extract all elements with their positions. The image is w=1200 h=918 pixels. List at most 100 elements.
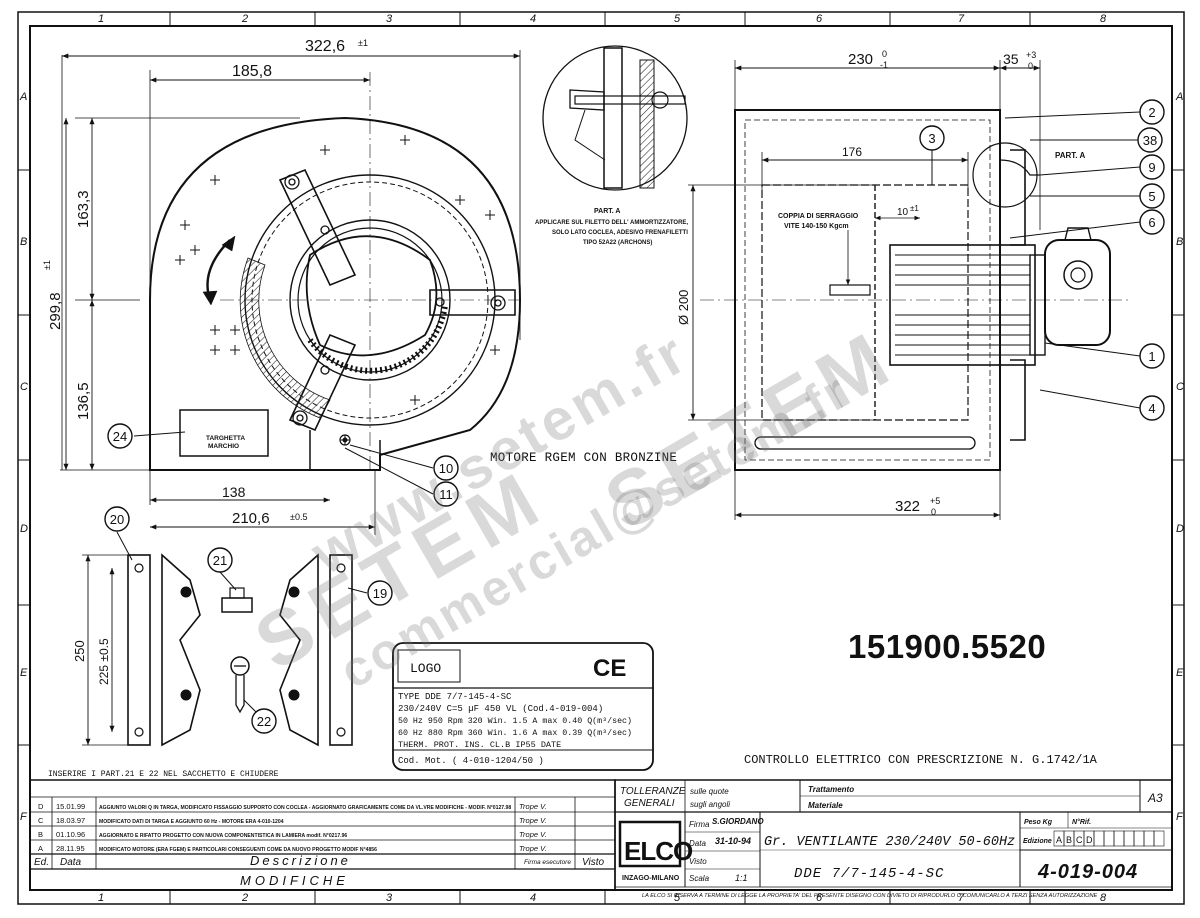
callout-balloon	[107, 423, 133, 449]
trattamento-label: Trattamento	[808, 785, 854, 794]
col-label: 4	[530, 892, 536, 904]
dim-299: 299,8	[47, 292, 64, 330]
revision-description: MODIFICATO MOTORE (ERA FGEM) E PARTICOLA…	[99, 847, 377, 853]
peso-label: Peso Kg	[1024, 819, 1053, 826]
revision-date: 15.01.99	[56, 802, 85, 811]
part-a-detail	[542, 45, 688, 191]
dim-35: 35	[1003, 51, 1019, 67]
revision-date: 01.10.96	[56, 830, 85, 839]
dim-diameter-200: Ø 200	[676, 290, 691, 325]
revision-signature: Trope V.	[519, 816, 547, 825]
dim-tolerance: ±1	[358, 38, 368, 48]
dim-35-tol-lower: 0	[1028, 61, 1033, 71]
callout-number: 3	[928, 131, 935, 146]
edition-c: C	[1076, 835, 1083, 845]
revision-ed: C	[38, 816, 44, 825]
row-label: D	[20, 523, 28, 535]
revision-date: 18.03.97	[56, 816, 85, 825]
dim-35-tol-upper: +3	[1026, 50, 1036, 60]
part-a-note-3: TIPO 52A22 (ARCHONS)	[583, 240, 652, 246]
outer-frame	[17, 11, 1185, 905]
callout-number: 21	[213, 553, 227, 568]
title-block	[614, 779, 1173, 891]
dim-230-tol-upper: 0	[882, 49, 887, 59]
firma-value: S.GIORDANO	[712, 817, 764, 826]
front-view	[60, 50, 522, 535]
header-visto: Visto	[582, 857, 604, 868]
header-ed: Ed.	[34, 857, 49, 868]
col-label: 6	[816, 13, 823, 25]
callout-balloon	[1139, 395, 1165, 421]
tolleranze-line-2: GENERALI	[624, 798, 675, 809]
dim-250: 250	[72, 640, 87, 662]
callout-number: 10	[439, 461, 453, 476]
header-modifiche: MODIFICHE	[240, 873, 349, 888]
row-label: B	[20, 236, 27, 248]
callout-number: 11	[439, 487, 453, 502]
row-label: B	[1176, 236, 1183, 248]
format-a3: A3	[1147, 791, 1163, 805]
side-view	[688, 60, 1130, 520]
revision-ed: A	[38, 844, 43, 853]
edizione-label: Edizione	[1023, 838, 1052, 845]
part-a-note-2: SOLO LATO COCLEA, ADESIVO FRENAFILETTI	[552, 230, 688, 236]
part-a-notes: PART. A APPLICARE SUL FILETTO DELL' AMMO…	[535, 208, 688, 246]
edition-b: B	[1066, 835, 1072, 845]
callout-balloon	[1137, 127, 1163, 153]
motor-label: MOTORE RGEM CON BRONZINE	[490, 451, 677, 465]
callout-number: 24	[113, 429, 127, 444]
header-descrizione: Descrizione	[250, 853, 351, 868]
frame-column-labels: 1 2 3 4 5 6 7 8 1 2 3 4 5 6 7 8	[98, 13, 1107, 904]
col-label: 2	[241, 13, 248, 25]
callout-number: 6	[1148, 215, 1155, 230]
header-firma: Firma esecutore	[524, 859, 571, 866]
nameplate-line-1: 230/240V C=5 µF 450 VL (Cod.4-019-004)	[398, 704, 603, 714]
row-label: E	[1176, 667, 1184, 679]
targhetta-plate: TARGHETTA MARCHIO	[206, 435, 245, 450]
nameplate-cod-mot: Cod. Mot. ( 4-010-1204/50 )	[398, 756, 544, 766]
targhetta-line-1: TARGHETTA	[206, 435, 245, 442]
ce-mark: CE	[593, 655, 626, 682]
sulle-quote: sulle quote	[690, 787, 729, 796]
callout-balloon	[433, 455, 459, 481]
data-label: Data	[689, 839, 706, 848]
callout-number: 4	[1148, 401, 1155, 416]
nameplate-type: TYPE DDE 7/7-145-4-SC	[398, 692, 512, 702]
row-label: D	[1176, 523, 1184, 535]
dim-322-tol-upper: +5	[930, 496, 940, 506]
title-block-text: TOLLERANZE GENERALI sulle quote sugli an…	[620, 785, 1163, 899]
dim-230-tol-lower: -1	[880, 60, 888, 70]
col-label: 7	[958, 13, 965, 25]
title-line-2: DDE 7/7-145-4-SC	[794, 866, 944, 882]
dim-10: 10	[897, 207, 909, 218]
callout-balloon	[919, 125, 945, 151]
dim-overall-width: 322,6	[305, 38, 345, 55]
nameplate-line-2: 50 Hz 950 Rpm 320 Win. 1.5 A max 0.40 Q(…	[398, 716, 632, 726]
data-value: 31-10-94	[715, 836, 751, 846]
dim-185: 185,8	[232, 63, 272, 80]
inserire-note: INSERIRE I PART.21 E 22 NEL SACCHETTO E …	[48, 770, 279, 779]
dim-176: 176	[842, 145, 862, 159]
callout-balloon	[1139, 183, 1165, 209]
dim-322-tol-lower: 0	[931, 507, 936, 517]
callout-number: 22	[257, 714, 271, 729]
col-label: 3	[386, 13, 393, 25]
revision-signature: Trope V.	[519, 844, 547, 853]
callout-balloon	[1139, 99, 1165, 125]
drawing-number: 4-019-004	[1037, 861, 1138, 883]
bracket-dimensions: 250 225 ±0.5	[72, 638, 111, 685]
dim-210-tolerance: ±0.5	[290, 512, 307, 522]
callout-balloon	[1139, 154, 1165, 180]
callout-balloon	[207, 547, 233, 573]
controllo-note: CONTROLLO ELETTRICO CON PRESCRIZIONE N. …	[744, 753, 1098, 767]
title-line-1: Gr. VENTILANTE 230/240V 50-60Hz	[764, 835, 1015, 850]
row-label: A	[1175, 91, 1183, 103]
revision-description: AGGIUNTO VALORI Q IN TARGA, MODIFICATO F…	[99, 805, 511, 811]
col-label: 5	[674, 13, 681, 25]
nrif-label: N°Rif.	[1072, 818, 1091, 826]
dim-210: 210,6	[232, 510, 270, 527]
bracket-views	[82, 553, 353, 747]
callout-balloon	[104, 506, 130, 532]
scala-value: 1:1	[735, 873, 748, 883]
